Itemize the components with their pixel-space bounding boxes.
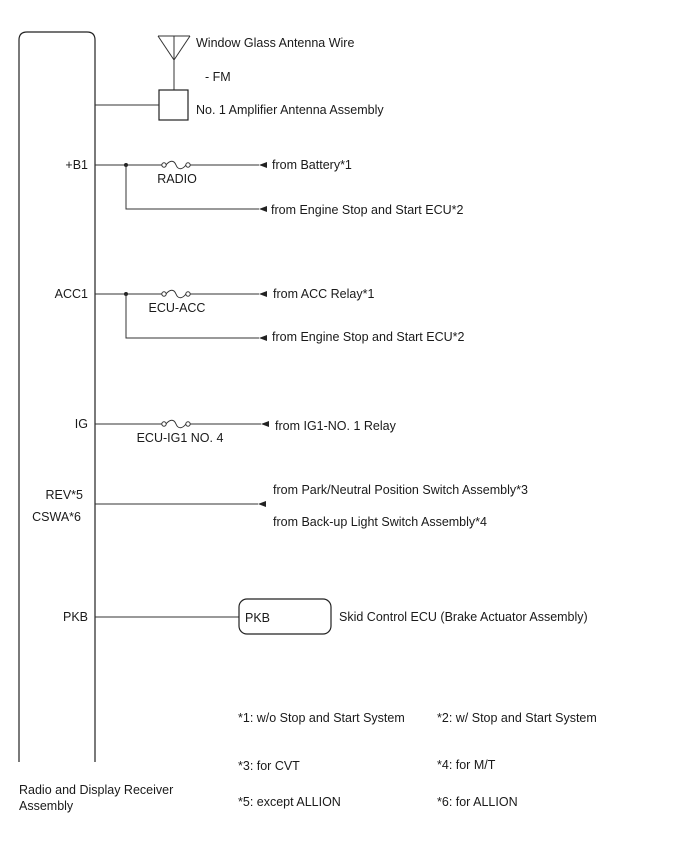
fuse-radio-label: RADIO — [157, 172, 197, 186]
source-engine-stop-start-1: from Engine Stop and Start ECU*2 — [271, 203, 464, 217]
receiver-label-line1: Radio and Display Receiver — [19, 783, 173, 797]
skid-control-terminal: PKB — [245, 611, 270, 625]
source-park-neutral: from Park/Neutral Position Switch Assemb… — [273, 483, 528, 497]
antenna-band-label: - FM — [205, 70, 231, 84]
note-1: *1: w/o Stop and Start System — [238, 711, 405, 725]
fuse-ecu-acc-label: ECU-ACC — [149, 301, 206, 315]
terminal-rev: REV*5 — [45, 488, 83, 502]
ig-circuit — [95, 419, 269, 429]
amplifier-box — [158, 89, 189, 121]
note-6: *6: for ALLION — [437, 795, 518, 809]
fuse-ecu-ig1-label: ECU-IG1 NO. 4 — [137, 431, 224, 445]
antenna-icon — [157, 35, 191, 90]
note-2: *2: w/ Stop and Start System — [437, 711, 597, 725]
skid-control-box — [238, 598, 332, 635]
note-4: *4: for M/T — [437, 758, 496, 772]
receiver-body — [18, 31, 96, 762]
source-backup-light: from Back-up Light Switch Assembly*4 — [273, 515, 487, 529]
terminal-acc1: ACC1 — [55, 287, 88, 301]
terminal-ig: IG — [75, 417, 88, 431]
note-3: *3: for CVT — [238, 759, 300, 773]
skid-control-label: Skid Control ECU (Brake Actuator Assembl… — [339, 610, 588, 624]
b1-circuit — [95, 160, 267, 212]
source-battery: from Battery*1 — [272, 158, 352, 172]
terminal-cswa: CSWA*6 — [32, 510, 81, 524]
source-ig1-relay: from IG1-NO. 1 Relay — [275, 419, 397, 433]
note-5: *5: except ALLION — [238, 795, 341, 809]
acc1-circuit — [95, 289, 267, 341]
source-engine-stop-start-2: from Engine Stop and Start ECU*2 — [272, 330, 465, 344]
amplifier-label: No. 1 Amplifier Antenna Assembly — [196, 103, 384, 117]
terminal-pkb: PKB — [63, 610, 88, 624]
terminal-b1: +B1 — [65, 158, 88, 172]
source-acc-relay: from ACC Relay*1 — [273, 287, 374, 301]
receiver-label-line2: Assembly — [19, 799, 74, 813]
antenna-wire-label: Window Glass Antenna Wire — [196, 36, 354, 50]
